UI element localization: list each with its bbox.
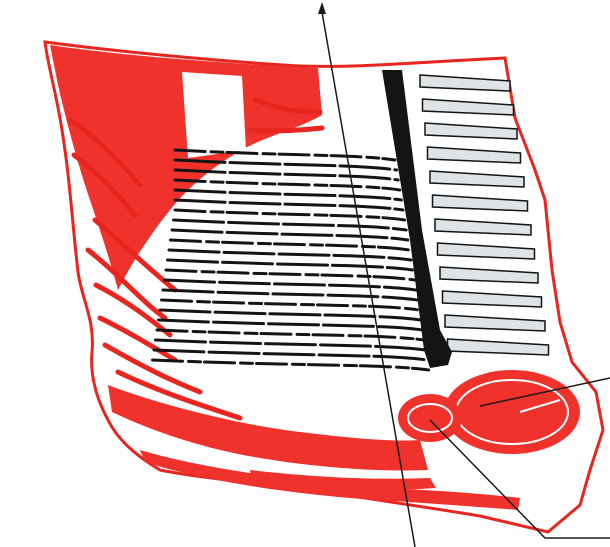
eye-muscle xyxy=(444,370,580,454)
leader-arrowhead xyxy=(318,2,326,14)
fat-window xyxy=(182,72,246,158)
